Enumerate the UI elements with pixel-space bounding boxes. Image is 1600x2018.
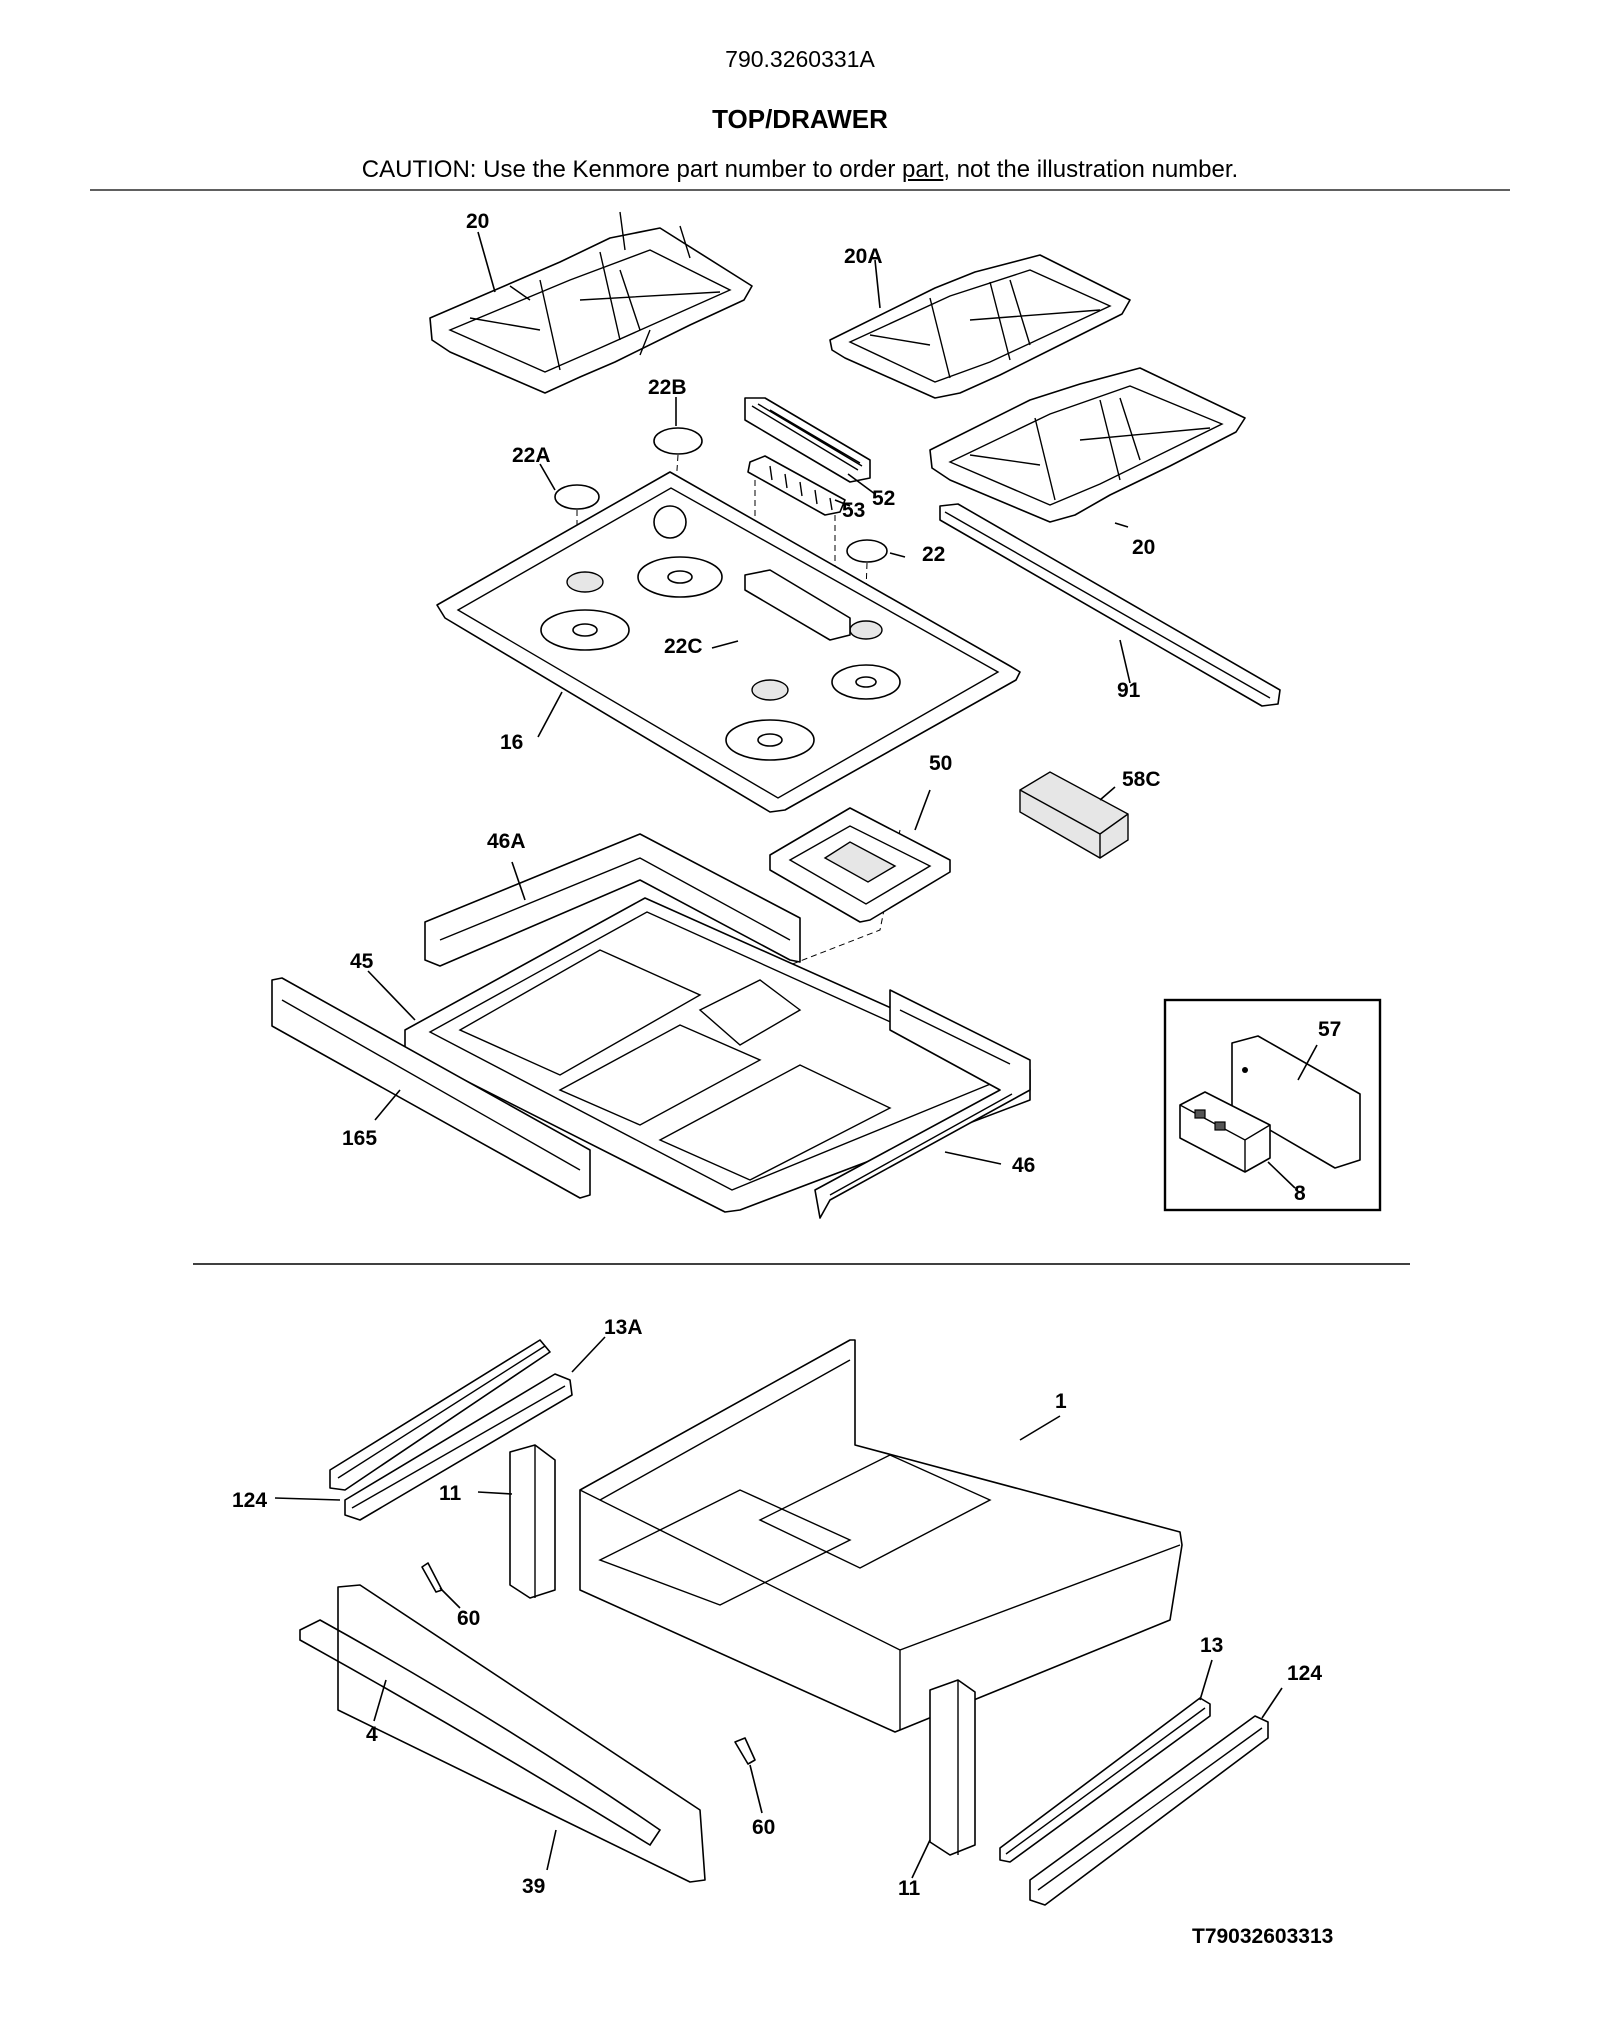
drawer-slide-left[interactable] [329,1339,551,1491]
callout-53: 53 [842,499,865,522]
insulation-block[interactable] [1019,771,1129,859]
section-title: TOP/DRAWER [712,104,888,134]
callout-124-left: 124 [232,1489,267,1512]
side-bracket-46a[interactable] [424,833,801,967]
caution-text: CAUTION: Use the Kenmore part number to … [361,156,902,183]
drawer-screw-left[interactable] [421,1562,443,1593]
grate-center[interactable] [829,254,1131,399]
burner-cap-22b[interactable] [653,427,703,455]
callout-16: 16 [500,731,523,754]
callout-22: 22 [922,543,945,566]
grate-right[interactable] [929,367,1246,523]
drawer-rail-left[interactable] [344,1373,573,1521]
drawer-screw-right[interactable] [734,1737,756,1765]
callout-22b: 22B [648,376,687,399]
drawer-slide-right[interactable] [1029,1715,1269,1906]
drawer-support-left[interactable] [509,1444,556,1599]
side-bracket-46[interactable] [814,989,1031,1219]
model-number: 790.3260331A [725,46,875,72]
callout-124-right: 124 [1287,1662,1322,1685]
callout-50: 50 [929,752,952,775]
callout-22a: 22A [512,444,551,467]
callout-13a: 13A [604,1316,643,1339]
caution-note: CAUTION: Use the Kenmore part number to … [0,156,1600,184]
callout-60-right: 60 [752,1816,775,1839]
caution-link-part[interactable]: part [902,156,944,183]
vent-insert[interactable] [747,455,846,516]
drawer-support-right[interactable] [929,1679,976,1856]
drawer-body[interactable] [579,1339,1183,1733]
rear-trim[interactable] [939,503,1281,707]
callout-20-left: 20 [466,210,489,233]
callout-22c: 22C [664,635,703,658]
callout-13: 13 [1200,1634,1223,1657]
callout-1: 1 [1055,1390,1067,1413]
callout-39: 39 [522,1875,545,1898]
callout-20-right: 20 [1132,536,1155,559]
callout-91: 91 [1117,679,1141,702]
vent-trim[interactable] [744,397,871,483]
callout-4: 4 [366,1723,378,1746]
callout-57: 57 [1318,1018,1341,1041]
callout-52: 52 [872,487,895,510]
burner-cap-22a[interactable] [554,484,600,510]
drawing-code: T79032603313 [1192,1925,1333,1948]
callout-46: 46 [1012,1154,1035,1177]
callout-11-right: 11 [898,1877,921,1900]
caution-text-end: , not the illustration number. [943,156,1239,183]
callout-45: 45 [350,950,374,973]
callout-8: 8 [1294,1182,1306,1205]
burner-cap-22[interactable] [846,539,888,563]
burner-bowl[interactable] [769,807,951,923]
drawer-front-panel[interactable] [299,1584,706,1883]
cooktop[interactable] [436,471,1021,813]
inset-switch-8[interactable] [1179,1091,1271,1173]
callout-165: 165 [342,1127,377,1150]
front-bracket-165[interactable] [271,977,591,1199]
callout-11-left: 11 [439,1482,462,1505]
leader-lines [274,231,1318,1879]
callout-58c: 58C [1122,768,1161,791]
grate-left[interactable] [429,211,753,394]
callout-46a: 46A [487,830,526,853]
callout-60-left: 60 [457,1607,480,1630]
callout-20a: 20A [844,245,883,268]
